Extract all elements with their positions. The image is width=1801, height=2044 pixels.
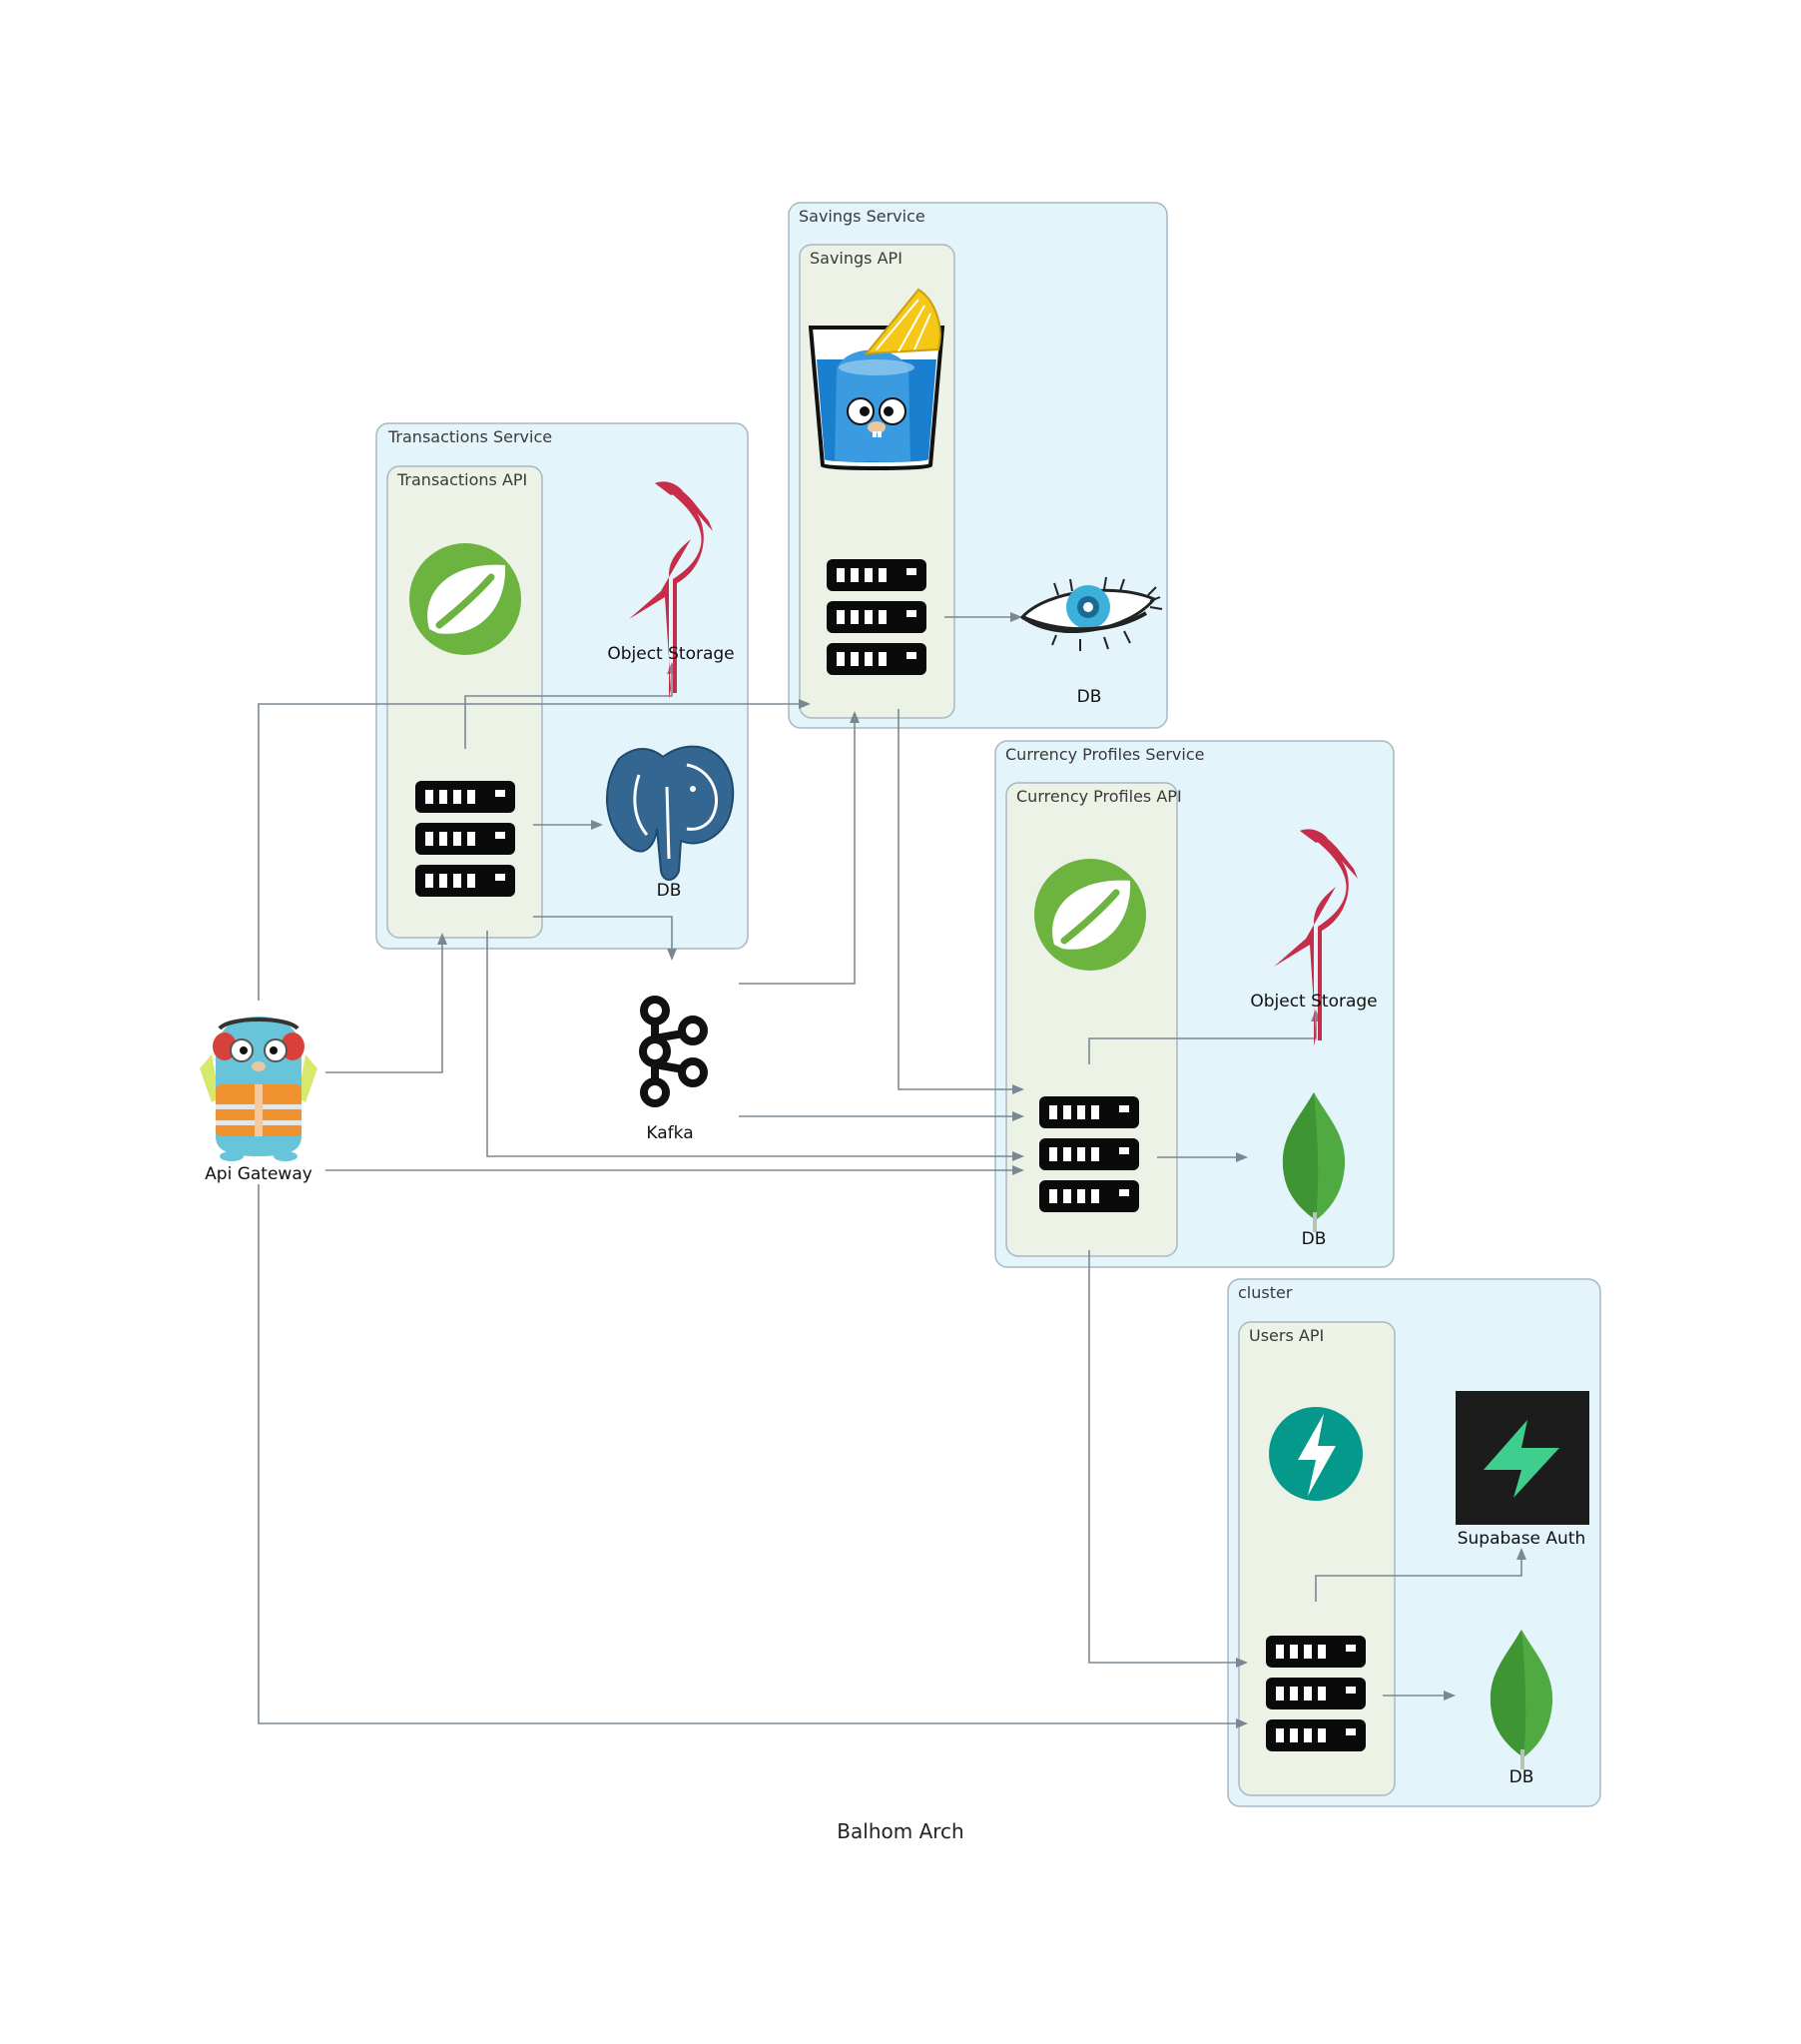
transactions-object-storage-label: Object Storage (607, 644, 734, 664)
arrow-head (1236, 1718, 1248, 1728)
users-db-node[interactable]: DB (1490, 1630, 1553, 1787)
diagram-title: Balhom Arch (837, 1819, 963, 1843)
edge-transactions-objectstorage (464, 674, 673, 749)
api-gateway-label: Api Gateway (205, 1164, 312, 1184)
savings-service-label: Savings Service (799, 207, 925, 226)
gin-gopher-icon (808, 288, 945, 470)
kafka-label: Kafka (646, 1123, 693, 1143)
transactions-db-label: DB (657, 881, 682, 901)
edge-currency-users (1088, 1250, 1236, 1664)
currency-service-label: Currency Profiles Service (1005, 745, 1204, 764)
spring-icon (409, 543, 521, 655)
server-rack-icon (1266, 1636, 1366, 1751)
arrow-head (1236, 1152, 1248, 1162)
postgresql-icon (606, 745, 735, 881)
arrow-head (1444, 1691, 1456, 1701)
edge-transactions-currency (486, 931, 1012, 1157)
transactions-object-storage-node[interactable]: Object Storage (607, 481, 735, 699)
arrow-head (1516, 1548, 1526, 1560)
transactions-service-label: Transactions Service (387, 427, 552, 446)
users-framework-node[interactable] (1269, 1407, 1363, 1501)
savings-framework-node[interactable] (808, 288, 945, 470)
users-server-node[interactable] (1266, 1636, 1366, 1751)
supabase-icon (1456, 1391, 1589, 1525)
edge-kafka-savings (739, 723, 856, 985)
arrow-head (799, 699, 811, 709)
currency-api-label: Currency Profiles API (1016, 787, 1182, 806)
supabase-auth-label: Supabase Auth (1458, 1529, 1586, 1549)
server-rack-icon (415, 781, 515, 897)
arrow-head (437, 933, 447, 945)
arrow-head (667, 949, 677, 961)
currency-server-node[interactable] (1039, 1096, 1139, 1212)
edges (258, 612, 1526, 1728)
edge-gateway-users (258, 1184, 1236, 1724)
gopher-mascot-icon (200, 1017, 317, 1161)
savings-db-label: DB (1077, 687, 1102, 707)
api-gateway-node[interactable]: Api Gateway (200, 1017, 317, 1184)
edge-users-supabase (1315, 1560, 1522, 1602)
transactions-server-node[interactable] (415, 781, 515, 897)
arrow-head (850, 711, 860, 723)
kafka-node[interactable]: Kafka (639, 996, 708, 1143)
spring-icon (1034, 859, 1146, 971)
currency-object-storage-node[interactable]: Object Storage (1250, 829, 1378, 1046)
savings-server-node[interactable] (827, 559, 926, 675)
currency-object-storage-label: Object Storage (1250, 992, 1377, 1012)
savings-db-node[interactable]: DB (1019, 576, 1163, 707)
users-api-label: Users API (1249, 1326, 1324, 1345)
arrow-head (1010, 612, 1022, 622)
fastapi-icon (1269, 1407, 1363, 1501)
edge-savings-currency (898, 709, 1012, 1090)
server-rack-icon (1039, 1096, 1139, 1212)
arrow-head (1012, 1165, 1024, 1175)
kafka-icon (639, 996, 708, 1107)
arrow-head (1012, 1151, 1024, 1161)
arrow-head (1236, 1658, 1248, 1668)
users-cluster-label: cluster (1238, 1283, 1293, 1302)
transactions-db-node[interactable]: DB (606, 745, 735, 901)
arrow-head (591, 820, 603, 830)
edge-gateway-savings (258, 703, 799, 1001)
edge-currency-objectstorage (1088, 1022, 1317, 1064)
currency-db-label: DB (1302, 1229, 1327, 1249)
cassandra-icon (1019, 576, 1163, 651)
edge-gateway-transactions (325, 945, 443, 1073)
supabase-auth-node[interactable]: Supabase Auth (1456, 1391, 1589, 1549)
arrow-head (1012, 1084, 1024, 1094)
savings-api-label: Savings API (810, 249, 902, 268)
currency-db-node[interactable]: DB (1282, 1092, 1346, 1249)
transactions-framework-node[interactable] (409, 543, 521, 655)
arrow-head (1012, 1111, 1024, 1121)
currency-framework-node[interactable] (1034, 859, 1146, 971)
edge-transactions-kafka (533, 916, 673, 949)
transactions-api-label: Transactions API (396, 470, 527, 489)
server-rack-icon (827, 559, 926, 675)
users-db-label: DB (1509, 1767, 1534, 1787)
